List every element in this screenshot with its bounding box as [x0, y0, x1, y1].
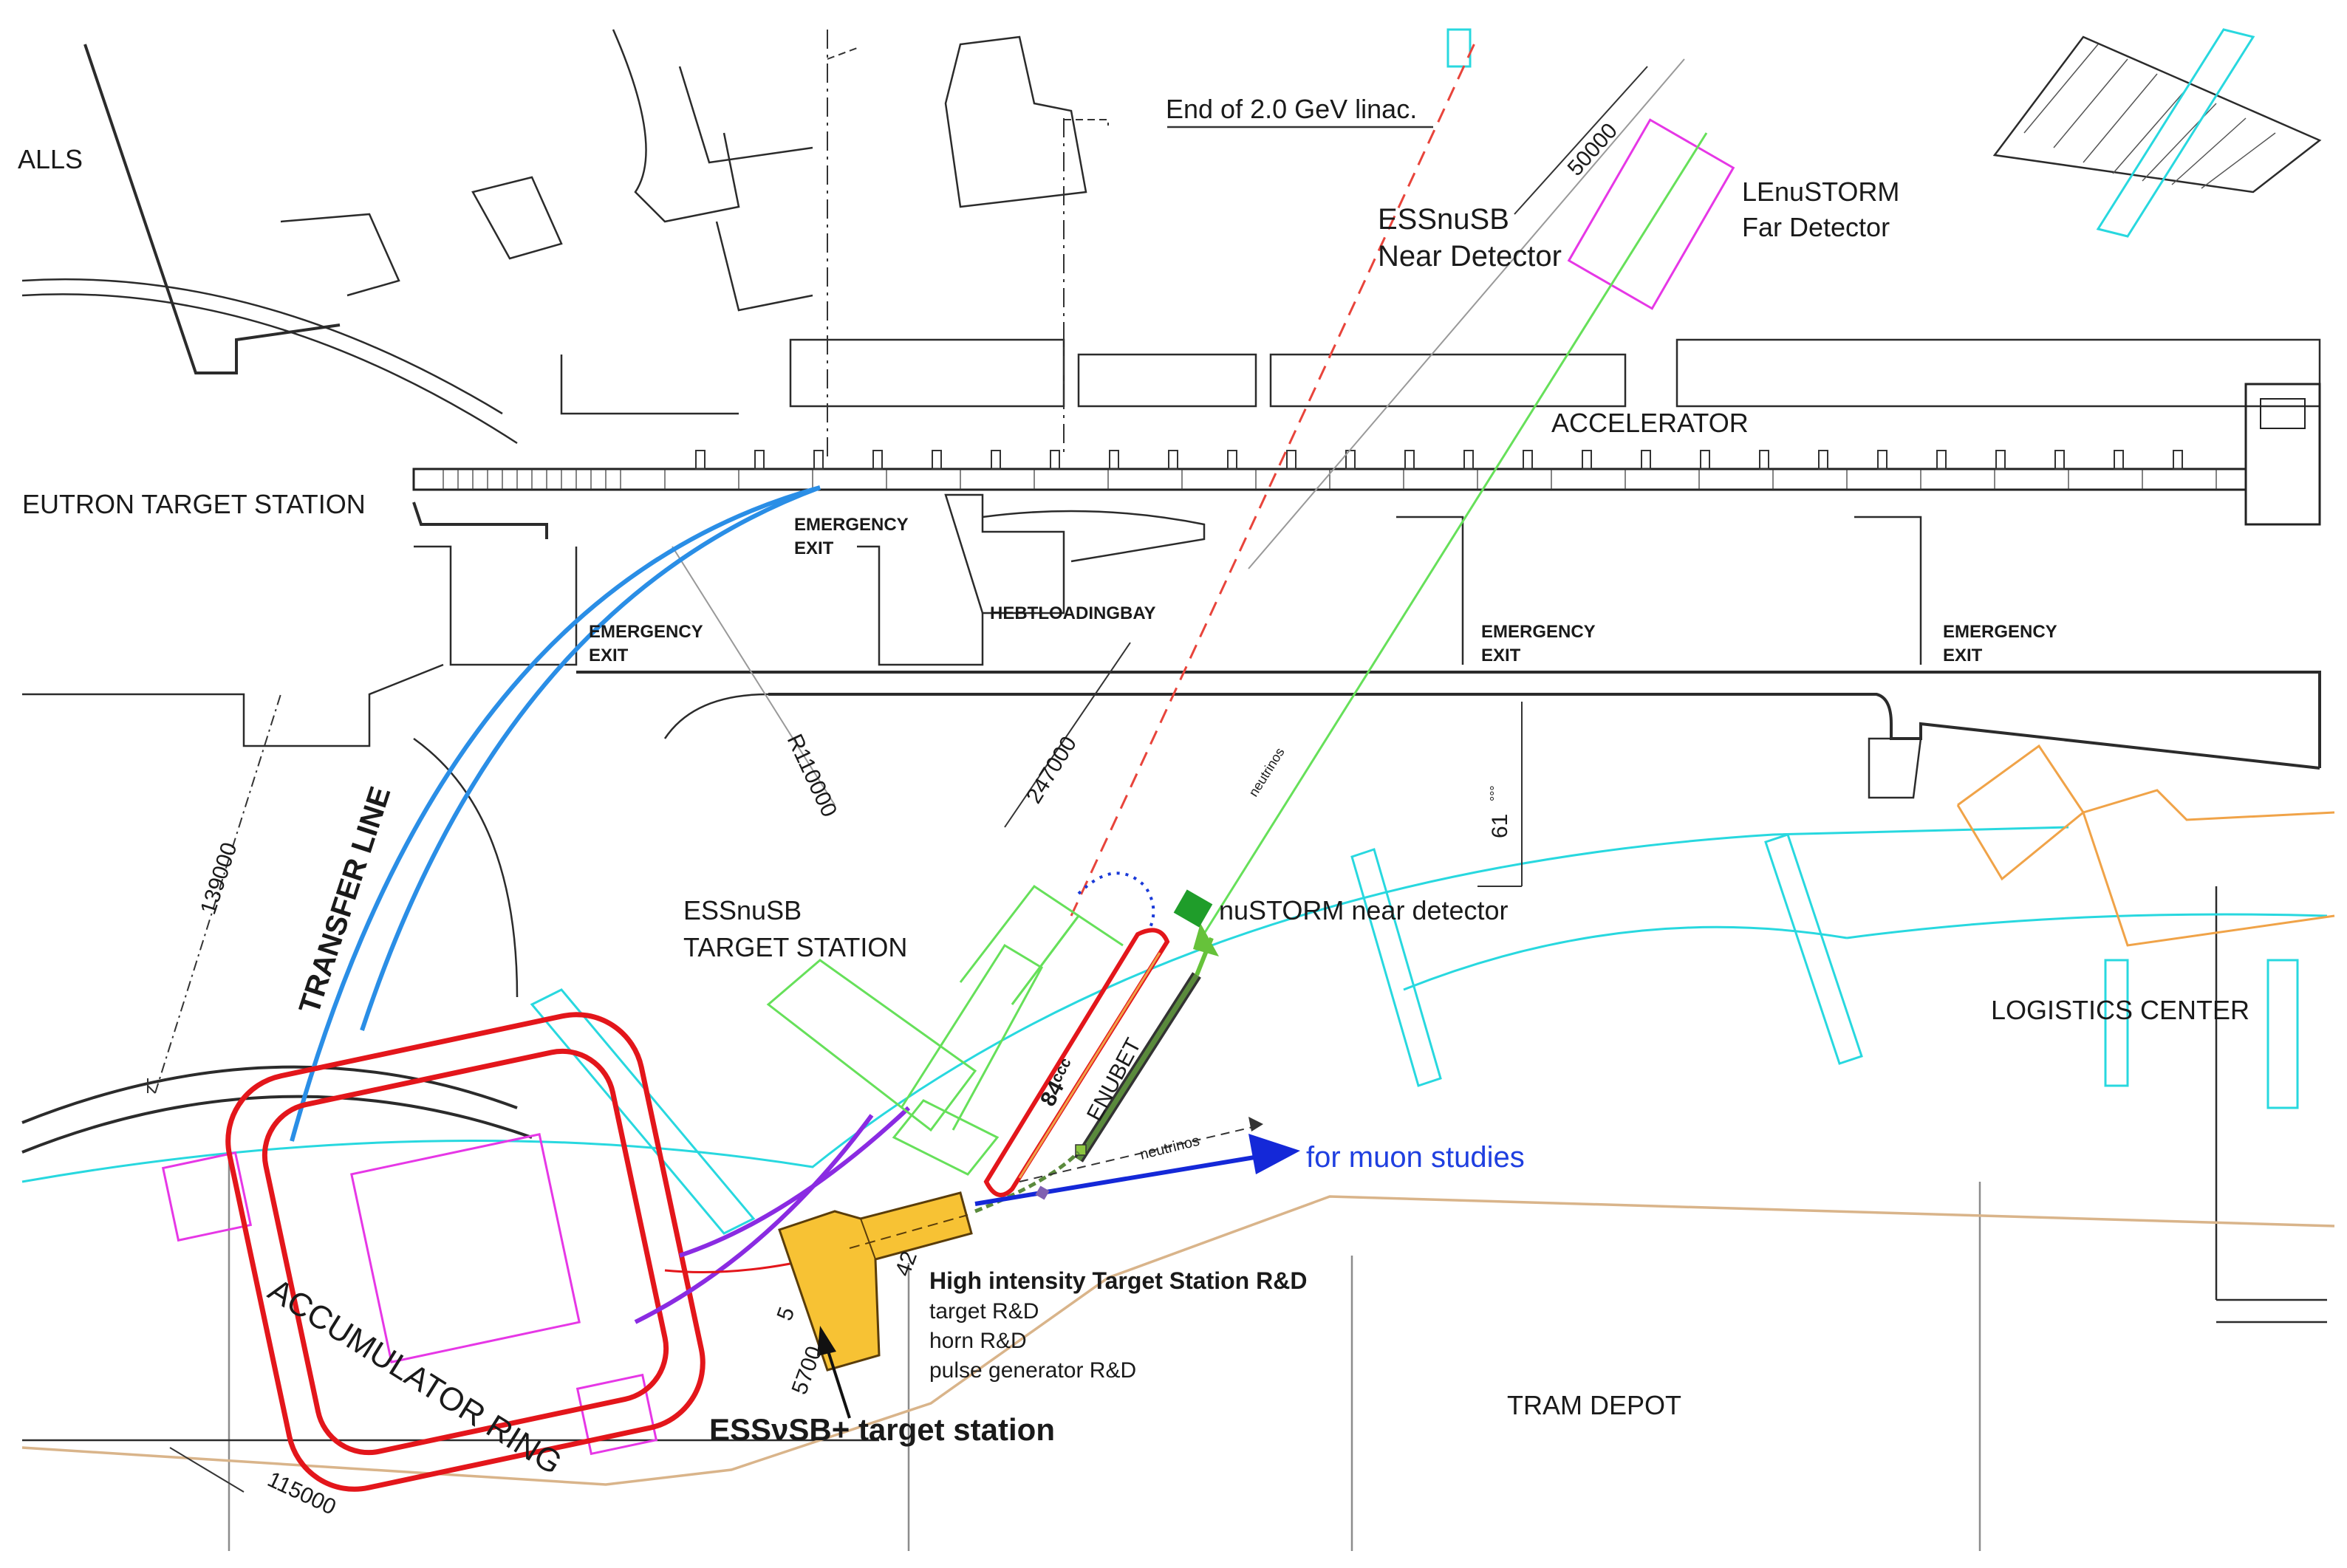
label-horn-rd: horn R&D: [929, 1329, 1027, 1353]
label-walls: ALLS: [18, 144, 83, 174]
far-detector-baseline: [1248, 58, 1685, 569]
dim-5: 5: [773, 1304, 800, 1324]
dotted-return: [1077, 872, 1155, 931]
label-hebt-loading-bay: HEBTLOADINGBAY: [990, 603, 1155, 623]
label-ring-length: 84ᶜᶜᶜ: [1036, 1055, 1081, 1110]
dim-61-sub: °°°: [1488, 785, 1503, 801]
hatching: [2023, 44, 2276, 189]
nustorm-racetrack: [983, 928, 1170, 1197]
junction-marker: [1035, 1185, 1050, 1200]
tunnel-ticks: [443, 469, 2217, 490]
transfer-line: [290, 485, 821, 1142]
label-high-intensity: High intensity Target Station R&D: [929, 1267, 1307, 1294]
label-essnusb-target-2: TARGET STATION: [683, 932, 907, 962]
label-neutron-target-station: EUTRON TARGET STATION: [22, 489, 366, 519]
target-pointer: [824, 1343, 851, 1419]
site-linework: [21, 29, 2327, 1551]
site-boundary: [21, 1195, 2335, 1486]
label-emergency-2: EMERGENCY: [589, 622, 703, 642]
label-essnusb-target-1: ESSnuSB: [683, 895, 802, 925]
neutrino-beam: [1195, 132, 1708, 946]
label-essnusb-near-2: Near Detector: [1378, 240, 1562, 273]
neutrino-arrowhead: [1248, 1117, 1263, 1132]
green-arrowhead: [1193, 923, 1219, 956]
label-exit-4: EXIT: [1943, 646, 1983, 665]
dim-5700: 5700: [788, 1343, 827, 1397]
label-pulse-rd: pulse generator R&D: [929, 1358, 1136, 1383]
beamline-dashed: [1070, 36, 1479, 917]
label-tram-depot: TRAM DEPOT: [1507, 1390, 1681, 1420]
essnusb-target-station: [766, 884, 1124, 1176]
neutrino-arrow-dashed: [1019, 1126, 1257, 1182]
dimension-lines: [147, 66, 1648, 1493]
label-emergency-3: EMERGENCY: [1481, 622, 1596, 642]
linac-end-markers: [827, 30, 1065, 458]
muon-beam: [974, 1154, 1264, 1206]
label-exit-2: EXIT: [589, 646, 629, 665]
dim-r110000: R110000: [782, 730, 841, 821]
label-exit-3: EXIT: [1481, 646, 1521, 665]
dim-115000: 115000: [264, 1467, 340, 1519]
target-pointer-head: [817, 1326, 836, 1356]
purple-beamlines: [634, 1106, 911, 1324]
label-logistics-center: LOGISTICS CENTER: [1991, 995, 2249, 1025]
label-end-linac: End of 2.0 GeV linac.: [1166, 94, 1417, 124]
label-neutrinos-lower: neutrinos: [1138, 1133, 1201, 1163]
label-essnusb-near-1: ESSnuSB: [1378, 203, 1509, 236]
label-lenustorm-1: LEnuSTORM: [1742, 177, 1899, 207]
label-for-muon-studies: for muon studies: [1306, 1141, 1525, 1174]
label-accelerator: ACCELERATOR: [1551, 408, 1749, 438]
dim-139000: 139000: [196, 840, 242, 917]
label-accumulator-ring: ACCUMULATOR RING: [262, 1272, 568, 1482]
label-nustorm-near: nuSTORM near detector: [1219, 895, 1509, 925]
essnusb-plus-target-station: [778, 1191, 973, 1372]
cyan-structures: [21, 28, 2328, 1235]
label-exit-1: EXIT: [794, 538, 834, 558]
label-lenustorm-2: Far Detector: [1742, 212, 1890, 242]
tunnel-notches: [695, 450, 2183, 470]
nustorm-near-detector: [1173, 889, 1213, 928]
accumulator-ring: [225, 1012, 706, 1492]
logistics-building: [1956, 744, 2335, 947]
label-neutrinos-upper: neutrinos: [1246, 745, 1287, 799]
dim-247000: 247000: [1022, 732, 1082, 807]
label-target-rd: target R&D: [929, 1299, 1039, 1324]
label-essnusb-plus-target: ESSνSB+ target station: [709, 1412, 1055, 1447]
dim-61: 61: [1488, 814, 1512, 838]
label-emergency-1: EMERGENCY: [794, 515, 909, 535]
green-dashed-curve: [974, 1151, 1080, 1213]
label-emergency-4: EMERGENCY: [1943, 622, 2057, 642]
muon-arrowhead: [1248, 1134, 1300, 1174]
